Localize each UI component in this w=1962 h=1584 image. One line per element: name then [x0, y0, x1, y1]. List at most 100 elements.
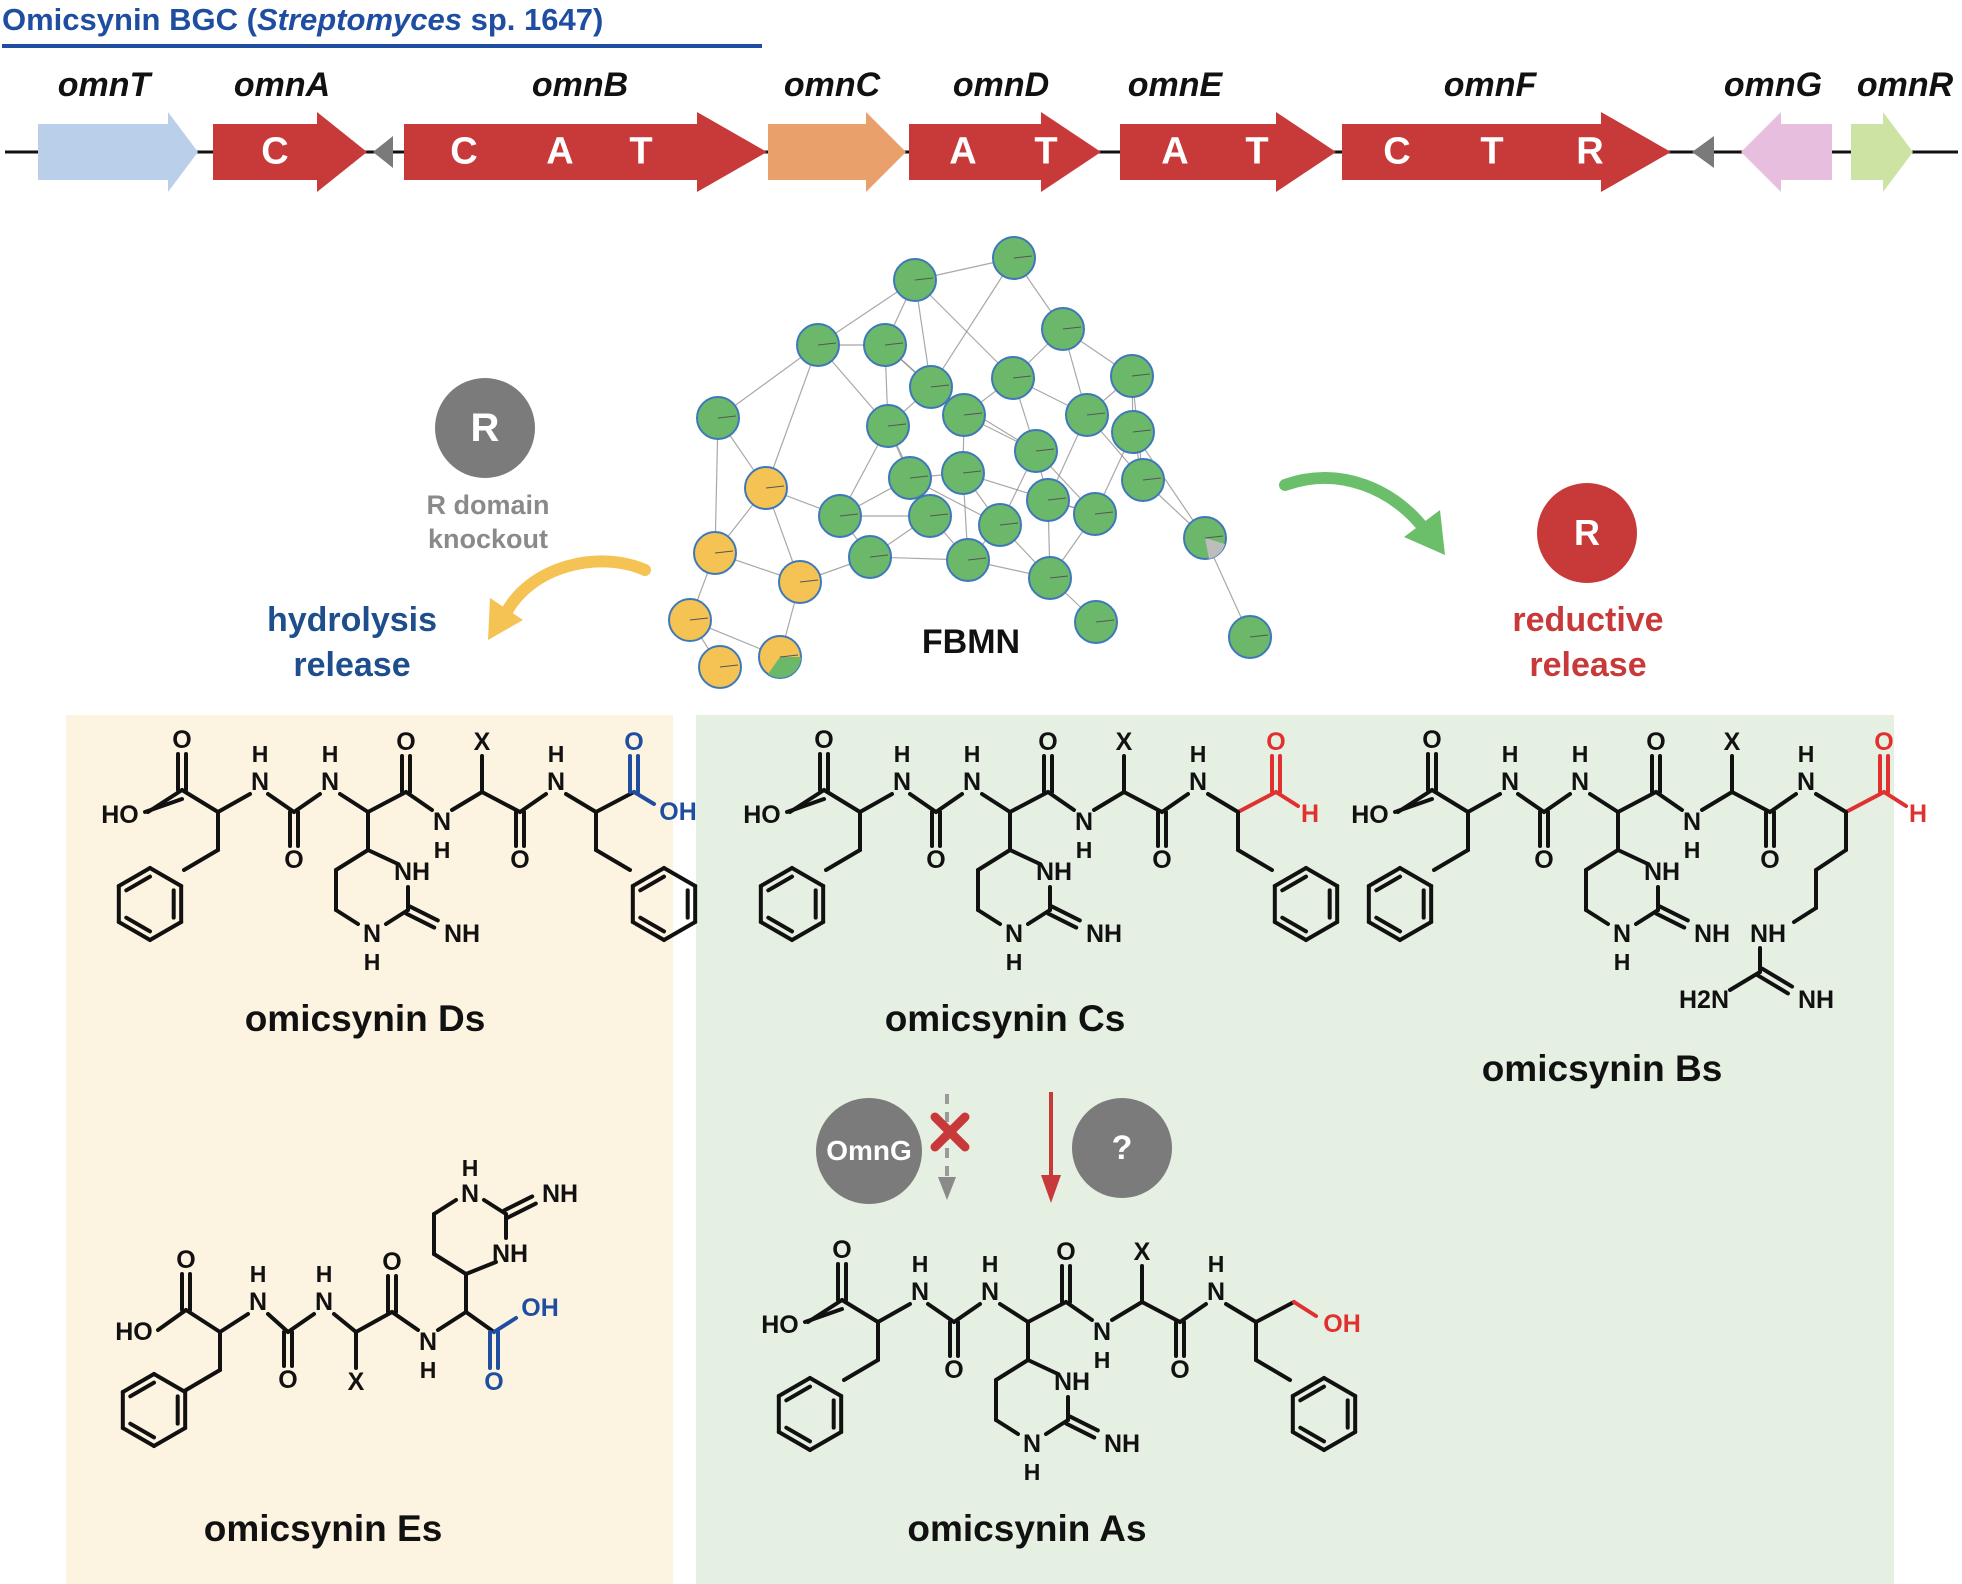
chem-atom-label: N — [981, 1278, 999, 1306]
domain-omnB-T: T — [629, 130, 653, 173]
page-title: Omicsynin BGC (Streptomyces sp. 1647) — [2, 2, 604, 37]
chem-bond — [1044, 1418, 1070, 1436]
chem-atom-label: H — [1208, 1251, 1225, 1277]
chem-atom-label: N — [461, 1180, 479, 1208]
domain-omnD-A: A — [949, 130, 977, 173]
chem-bond — [1304, 920, 1340, 942]
chem-atom-label: N — [893, 768, 911, 796]
chem-atom-label: OH — [1323, 1310, 1361, 1338]
chem-bond — [1730, 790, 1772, 814]
chem-bond — [1304, 866, 1340, 888]
unknown-enzyme-icon: ? — [1072, 1098, 1172, 1198]
gene-arrow-omnC — [768, 112, 906, 192]
chem-atom-label: NH — [1694, 920, 1730, 948]
chem-bond — [1236, 848, 1274, 872]
chem-bond — [766, 915, 794, 934]
chem-atom-label: O — [1646, 728, 1665, 756]
chem-bond — [1046, 911, 1079, 930]
chem-atom-label: NH — [1798, 986, 1834, 1014]
chem-bond — [994, 1418, 1020, 1436]
chem-atom-label: N — [363, 920, 381, 948]
network-node-slice — [1205, 538, 1225, 559]
chem-atom-label: NH — [444, 920, 480, 948]
chem-bond — [1700, 790, 1734, 812]
chem-bond — [1516, 792, 1546, 814]
network-node-marker — [914, 277, 934, 281]
chem-bond — [1292, 1300, 1318, 1318]
compound-name-bs: omicsynin Bs — [1481, 1048, 1723, 1089]
chem-atom-label: H — [364, 949, 381, 975]
chem-atom-label: O — [1170, 1356, 1189, 1384]
blocked-arrowhead — [938, 1177, 956, 1200]
chem-bond — [464, 1310, 496, 1334]
chem-bond — [1280, 874, 1308, 893]
network-node-marker — [1049, 575, 1069, 579]
chem-atom-label: N — [911, 1278, 929, 1306]
domain-omnB-A: A — [546, 130, 574, 173]
chem-bond — [998, 1302, 1030, 1324]
chem-bond — [148, 866, 184, 888]
chem-atom-label: H2N — [1679, 986, 1729, 1014]
chem-atom-label: H — [252, 741, 269, 767]
chem-atom-label: O — [1534, 846, 1553, 874]
chem-bond — [152, 1426, 188, 1448]
chem-bond — [790, 920, 826, 942]
gene-arrow-omnA — [213, 112, 367, 192]
gene-arrow-omnE — [1120, 112, 1336, 192]
chem-bond — [450, 790, 484, 812]
chem-bond — [502, 1194, 535, 1213]
chem-bond — [146, 788, 184, 814]
network-node-marker — [967, 557, 987, 561]
network-edge — [765, 344, 819, 489]
chem-atom-label: N — [1093, 1318, 1111, 1346]
network-node-marker — [929, 513, 949, 517]
chem-bond — [934, 792, 964, 814]
chem-bond — [334, 908, 360, 926]
network-node-marker — [1132, 429, 1152, 433]
chem-atom-label: NH — [1644, 858, 1680, 886]
chem-bond — [492, 1316, 518, 1334]
domain-omnF-C: C — [1383, 130, 1411, 173]
chem-bond — [1374, 915, 1402, 934]
network-node-marker — [765, 485, 785, 489]
chem-atom-label: H — [420, 1357, 437, 1383]
chem-bond — [1206, 792, 1240, 814]
chem-atom-label: H — [1006, 949, 1023, 975]
chem-atom-label: N — [1613, 920, 1631, 948]
network-node-marker — [689, 617, 709, 621]
chem-bond — [806, 1298, 844, 1324]
chem-bond — [432, 1252, 468, 1276]
chem-atom-label: NH — [1054, 1368, 1090, 1396]
chem-atom-label: N — [1023, 1430, 1041, 1458]
chem-bond — [1026, 908, 1052, 926]
hydrolysis-arrowhead — [488, 598, 523, 640]
chem-bond — [758, 920, 794, 942]
chem-atom-label: N — [1005, 920, 1023, 948]
network-node-marker — [1013, 255, 1033, 259]
chem-atom-label: NH — [1036, 858, 1072, 886]
chem-bond — [1067, 1414, 1100, 1433]
chem-bond — [116, 920, 152, 942]
chem-bond — [182, 848, 220, 872]
chem-atom-label: HO — [761, 1311, 799, 1339]
chem-bond — [332, 1312, 358, 1334]
chem-bond — [1814, 792, 1848, 814]
network-node-marker — [869, 554, 889, 558]
domain-omnF-T: T — [1480, 130, 1504, 173]
chem-bond — [436, 1310, 468, 1332]
chem-atom-label: NH — [1750, 920, 1786, 948]
chem-bond — [824, 848, 862, 872]
chem-atom-label: O — [1038, 728, 1057, 756]
network-node-marker — [817, 342, 837, 346]
chem-atom-label: N — [315, 1288, 333, 1316]
domain-omnE-A: A — [1161, 130, 1189, 173]
network-node-marker — [963, 412, 983, 416]
chem-atom-label: N — [1797, 768, 1815, 796]
network-node-marker — [1086, 412, 1106, 416]
chem-bond — [505, 1201, 538, 1220]
chem-bond — [1466, 792, 1502, 814]
network-node-marker — [779, 654, 799, 658]
